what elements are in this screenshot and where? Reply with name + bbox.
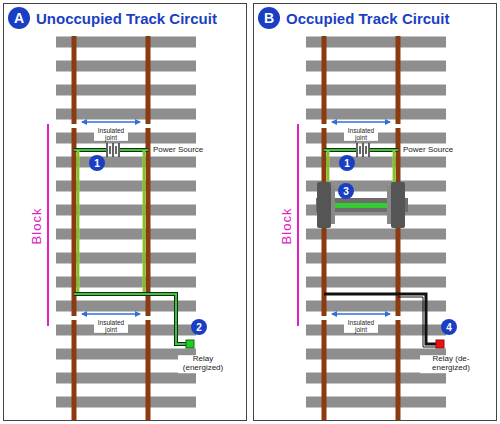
joint-label: Insulated joint	[344, 127, 378, 141]
circuit-wire	[398, 297, 437, 347]
panel-letter: A	[8, 7, 30, 29]
relay-label: Relay (de-energized)	[420, 355, 482, 373]
rail	[324, 36, 398, 420]
battery-symbol	[107, 143, 119, 157]
circuit-wire	[324, 148, 398, 152]
battery-symbol	[357, 143, 369, 157]
block-label: Block	[30, 208, 44, 245]
insulated-joint-arrow	[82, 313, 140, 315]
callout-text: 1	[344, 158, 350, 169]
wheelset	[387, 186, 391, 224]
railway-tie	[56, 349, 196, 360]
railway-tie	[306, 61, 446, 72]
circuit-wire	[328, 150, 394, 205]
battery-symbol	[107, 143, 369, 157]
circuit-wire	[328, 150, 394, 205]
callout-number: 1	[339, 155, 355, 171]
rail	[74, 36, 398, 420]
callout-number: 4	[441, 319, 457, 335]
railway-tie	[56, 85, 196, 96]
callout-text: 3	[343, 186, 349, 197]
railway-tie	[56, 37, 446, 408]
callout-number: 1	[89, 155, 105, 171]
circuit-wire	[74, 149, 148, 151]
block-line	[297, 124, 299, 326]
panel-letter-text: B	[264, 10, 274, 26]
callout-text: 4	[446, 322, 452, 333]
wheelset	[330, 203, 392, 208]
callout-number: 3	[338, 183, 354, 199]
railway-tie	[306, 253, 446, 264]
callout-text: 1	[94, 158, 100, 169]
circuit-wire	[74, 294, 187, 344]
wheelset	[331, 186, 335, 224]
relay	[186, 340, 444, 348]
rail	[74, 36, 148, 420]
circuit-wire	[78, 150, 144, 294]
railway-tie	[56, 373, 196, 384]
panel-letter-text: A	[14, 10, 24, 26]
railway-tie	[306, 37, 446, 48]
railway-tie	[56, 61, 196, 72]
wheelset	[316, 182, 408, 228]
railway-tie	[306, 373, 446, 384]
relay	[436, 340, 444, 348]
insulated-joint-arrow	[82, 121, 140, 123]
circuit-wire	[324, 294, 437, 344]
panel-letter: B	[258, 7, 280, 29]
circuit-wire	[324, 149, 398, 151]
railway-tie	[56, 109, 196, 120]
circuit-wire	[74, 294, 187, 344]
block-line	[47, 124, 49, 326]
insulated-joint-arrow	[332, 313, 390, 315]
railway-tie	[306, 85, 446, 96]
block-label: Block	[280, 208, 294, 245]
wheelset	[391, 182, 405, 228]
source-label: Power Source	[403, 146, 453, 155]
wheelset	[317, 182, 331, 228]
circuit-wire	[74, 148, 148, 152]
railway-tie	[306, 277, 446, 288]
joint-label: Insulated joint	[94, 127, 128, 141]
source-label: Power Source	[153, 146, 203, 155]
panel-title: Unoccupied Track Circuit	[36, 10, 217, 27]
railway-tie	[306, 109, 446, 120]
circuit-wire	[74, 150, 437, 347]
railway-tie	[56, 397, 196, 408]
callout-text: 2	[196, 322, 202, 333]
callout-number: 2	[191, 319, 207, 335]
circuit-wire	[78, 150, 144, 294]
railway-tie	[306, 229, 446, 240]
panel-title: Occupied Track Circuit	[286, 10, 449, 27]
railway-tie	[56, 37, 196, 48]
relay-label: Relay (energized)	[178, 355, 228, 373]
joint-label: Insulated joint	[94, 319, 128, 333]
joint-label: Insulated joint	[344, 319, 378, 333]
relay	[186, 340, 194, 348]
insulated-joint-arrow	[332, 121, 390, 123]
railway-tie	[306, 397, 446, 408]
